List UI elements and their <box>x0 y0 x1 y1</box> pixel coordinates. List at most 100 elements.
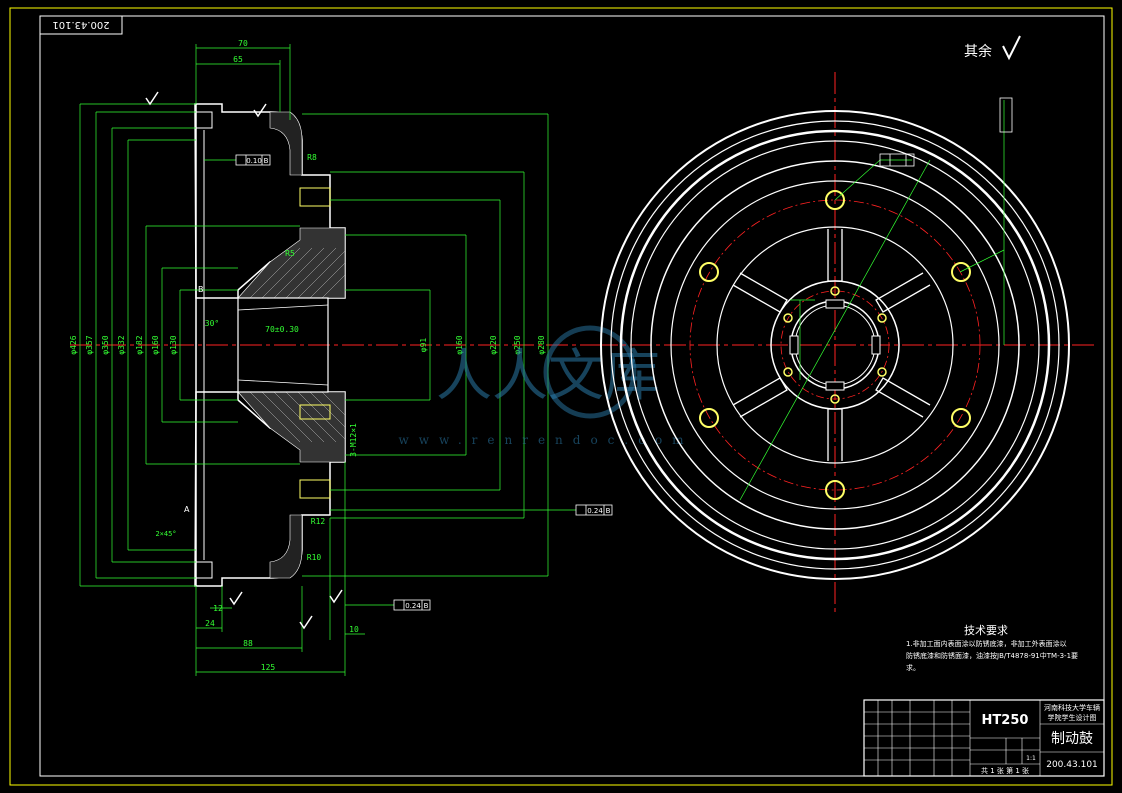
dim-phi182: φ182 <box>135 335 144 354</box>
dim-phi332: φ332 <box>117 335 126 354</box>
tol-value-3: 0.24 <box>405 602 421 610</box>
dim-bottom-88: 88 <box>243 639 253 648</box>
front-tol-frame <box>879 97 1013 167</box>
dim-phi160b: φ160 <box>455 335 464 354</box>
inner-frame <box>39 15 1105 777</box>
bolt-hole-lower <box>299 479 331 499</box>
tol-ref-1: B <box>264 157 269 165</box>
front-view <box>596 72 1094 612</box>
roughness-mark-4-icon <box>299 615 313 630</box>
ribs <box>732 229 931 461</box>
dim-top-65: 65 <box>233 55 243 64</box>
drawing-number: 200.43.101 <box>1046 760 1098 770</box>
scale: 1:1 <box>1026 755 1036 762</box>
dim-phi130: φ130 <box>169 335 178 354</box>
school-line-2: 学院学生设计图 <box>1048 713 1097 722</box>
dim-r12: R12 <box>311 517 326 526</box>
ring-outer-4 <box>630 140 1040 550</box>
bolt-hole-5 <box>699 408 719 428</box>
dim-chamfer: 2×45° <box>155 530 176 538</box>
keyway-left <box>789 335 799 355</box>
dim-r10: R10 <box>307 553 322 562</box>
keyway-top <box>825 299 845 309</box>
ring-outer-2 <box>610 120 1060 570</box>
part-name: 制动鼓 <box>1051 731 1093 747</box>
hub-holes <box>783 286 887 404</box>
bolt-hole-mid <box>299 404 331 420</box>
ring-mid <box>716 226 954 464</box>
roughness-mark-5-icon <box>329 589 343 604</box>
tech-line-1: 1.非加工面内表面涂以防锈底漆，非加工外表面涂以 <box>906 639 1067 648</box>
dim-phi426: φ426 <box>69 335 78 354</box>
tolerance-frame-3: 0.24 B <box>345 599 431 611</box>
hatch-lines <box>249 247 346 443</box>
dim-bore: 70±0.30 <box>265 325 299 334</box>
dim-top-70: 70 <box>238 39 248 48</box>
bolt-circle <box>689 199 981 491</box>
bolt-hole-upper <box>299 187 331 207</box>
tolerance-frame-1: 0.10 B <box>204 154 271 166</box>
bolt-hole-2 <box>951 262 971 282</box>
dim-phi350: φ350 <box>101 335 110 354</box>
dim-bottom-24: 24 <box>205 619 215 628</box>
bore-taper-top <box>237 304 329 311</box>
school-line-1: 河南科技大学车辆 <box>1044 703 1100 712</box>
title-block: HT250 河南科技大学车辆 学院学生设计图 制动鼓 200.43.101 共 … <box>863 699 1105 777</box>
dim-angle-30: 30° <box>205 319 219 328</box>
surface-note: 其余 <box>964 43 992 60</box>
tol-value-2: 0.24 <box>587 507 603 515</box>
leaders <box>739 100 1005 501</box>
bolt-hole-6 <box>699 262 719 282</box>
ring-outer-5 <box>650 160 1020 530</box>
tol-ref-3: B <box>424 602 429 610</box>
dim-r5: R5 <box>285 249 295 258</box>
roughness-mark-2-icon <box>253 103 267 118</box>
ring-outer-6 <box>670 180 1000 510</box>
ring-outer-1 <box>600 110 1070 580</box>
tolerance-frame-2: 0.24 B <box>330 504 613 516</box>
dim-bottom-12: 12 <box>213 604 223 613</box>
keyway-bottom <box>825 381 845 391</box>
rim-notch-bottom <box>195 561 213 579</box>
keyway-right <box>871 335 881 355</box>
bolt-hole-3 <box>951 408 971 428</box>
dim-phi250: φ250 <box>513 335 522 354</box>
tol-value-1: 0.10 <box>246 157 262 165</box>
outer-frame <box>9 7 1113 786</box>
tech-line-2: 防锈底漆和防锈面漆，油漆按JB/T4878-91中TM-3-1要 <box>906 651 1078 660</box>
diameter-dims <box>79 44 549 676</box>
label-b: B <box>198 285 204 294</box>
dim-phi91: φ91 <box>419 338 428 353</box>
ring-outer-3 <box>619 129 1051 561</box>
hub-bolt-circle <box>780 290 890 400</box>
bolt-holes <box>699 190 971 500</box>
sheet-info: 共 1 张 第 1 张 <box>981 766 1029 775</box>
dim-bottom-10: 10 <box>349 625 359 634</box>
bolt-hole-4 <box>825 480 845 500</box>
dim-bottom-125: 125 <box>261 663 276 672</box>
dim-phi280: φ280 <box>537 335 546 354</box>
bore-taper-bottom <box>237 379 329 386</box>
dim-phi220: φ220 <box>489 335 498 354</box>
roughness-mark-3-icon <box>229 591 243 606</box>
technical-requirements: 技术要求 1.非加工面内表面涂以防锈底漆，非加工外表面涂以 防锈底漆和防锈面漆，… <box>906 624 1078 672</box>
dim-phi160: φ160 <box>151 335 160 354</box>
dim-phi357: φ357 <box>85 335 94 354</box>
roughness-symbol-icon <box>1002 35 1021 61</box>
material: HT250 <box>982 713 1029 728</box>
hatch-lower <box>237 391 346 579</box>
code-rotated: 200.43.101 <box>52 19 109 30</box>
dim-r8: R8 <box>307 153 317 162</box>
dim-thread: 3-M12×1 <box>349 423 358 457</box>
rim-notch-top <box>195 111 213 129</box>
watermark-main: 人人文库 <box>436 344 660 409</box>
code-box <box>39 15 123 35</box>
tol-ref-2: B <box>606 507 611 515</box>
tech-title: 技术要求 <box>964 624 1008 637</box>
bolt-hole-1 <box>825 190 845 210</box>
roughness-mark-1-icon <box>145 91 159 106</box>
watermark-url: www.renrendoc.com <box>398 433 693 447</box>
hatch-upper <box>237 111 346 299</box>
hub-bore <box>237 297 329 393</box>
section-view: φ426 φ357 φ350 φ332 φ182 φ160 φ130 φ91 φ… <box>69 39 613 676</box>
